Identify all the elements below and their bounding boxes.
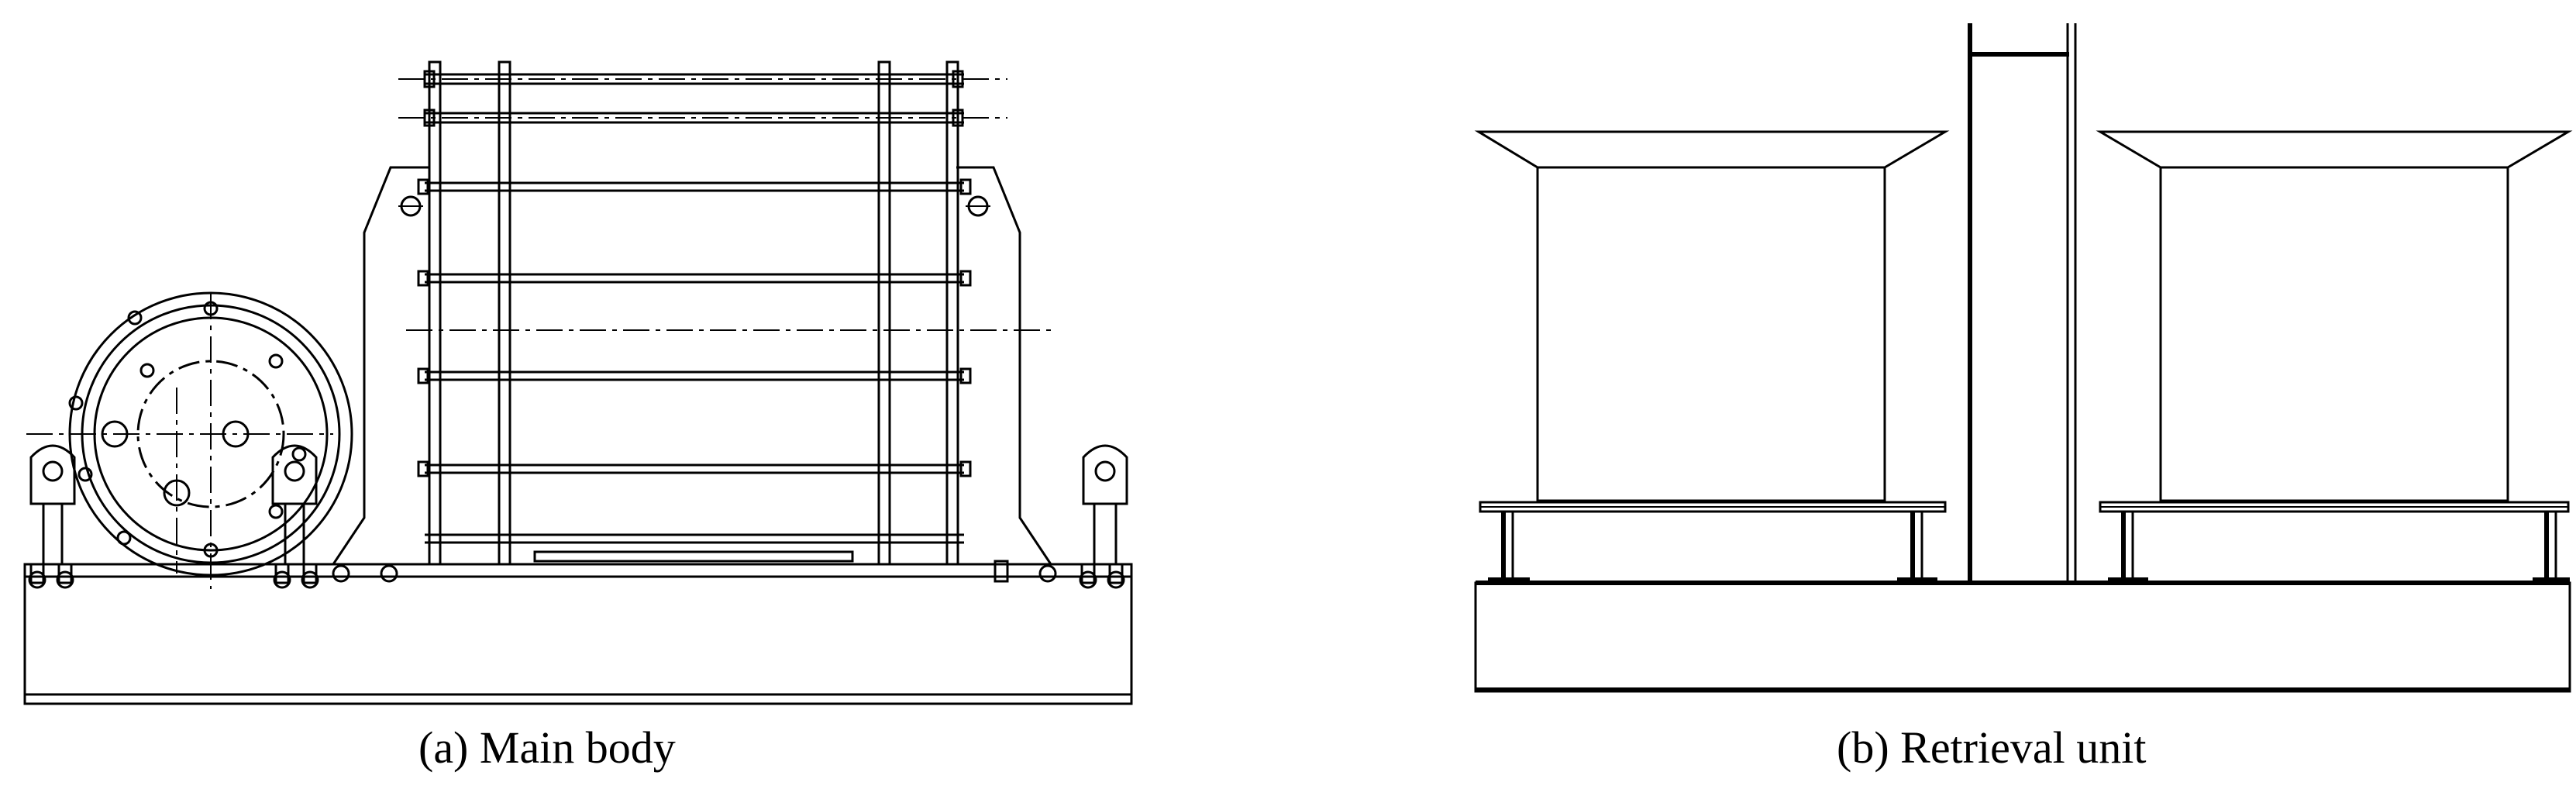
main-body-anchor-bolts — [332, 560, 1057, 583]
main-body-right-bracket — [1079, 444, 1128, 589]
retrieval-unit-left-bin — [1474, 130, 1950, 583]
caption-retrieval-unit: (b) Retrieval unit — [1837, 722, 2147, 773]
main-body-left-brackets — [28, 444, 319, 589]
main-body-base-frame — [23, 563, 1133, 705]
main-body-drawing — [23, 60, 1133, 705]
main-body-tie-rods — [398, 70, 1007, 127]
retrieval-unit-drawing — [1474, 23, 2573, 693]
retrieval-unit-center-plate — [1968, 23, 2077, 583]
main-body-shelves — [406, 178, 1051, 563]
retrieval-unit-right-bin — [2096, 130, 2573, 583]
caption-main-body: (a) Main body — [418, 722, 676, 773]
retrieval-unit-base — [1474, 581, 2571, 693]
main-body-columns — [428, 60, 959, 566]
main-body-drum — [26, 291, 353, 589]
